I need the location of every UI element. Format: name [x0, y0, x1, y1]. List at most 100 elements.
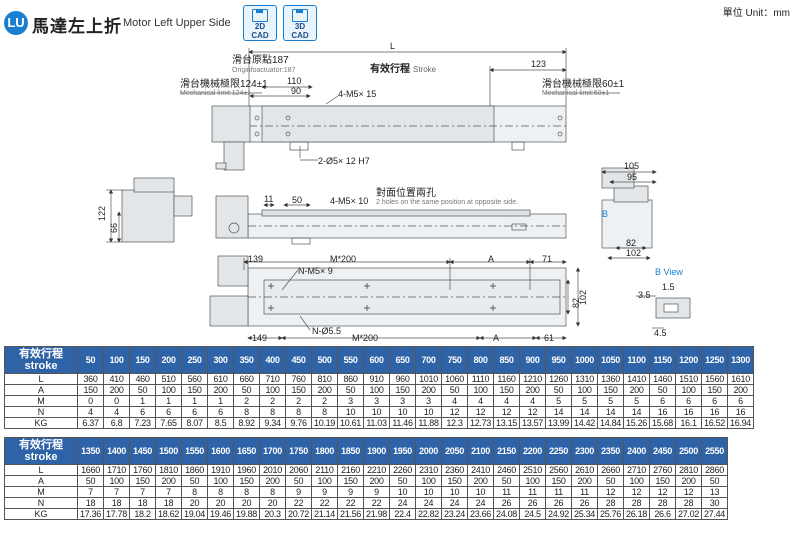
stroke-value: 300	[207, 346, 234, 374]
table-cell: 50	[181, 475, 208, 487]
cad-3d-button[interactable]: 3D CAD	[283, 5, 317, 41]
table-cell: 360	[77, 373, 104, 385]
row-label: KG	[4, 508, 78, 520]
table-cell: 2760	[649, 464, 676, 476]
table-cell: 910	[363, 373, 390, 385]
table-cell: 28	[649, 497, 676, 509]
b-view-title: B View	[655, 267, 683, 277]
table-cell: 16.94	[727, 417, 754, 429]
table-cell: 24.5	[519, 508, 546, 520]
table-cell: 150	[129, 475, 156, 487]
stroke-value: 1400	[103, 437, 130, 465]
table-cell: 50	[233, 384, 260, 396]
dim-102-bottom: 102	[578, 290, 588, 305]
table-cell: 23.24	[441, 508, 468, 520]
table-cell: 810	[311, 373, 338, 385]
table-cell: 100	[623, 475, 650, 487]
table-cell: 1360	[597, 373, 624, 385]
table-cell: 21.98	[363, 508, 390, 520]
stroke-header-zh: 有效行程	[19, 439, 63, 451]
table-cell: 12.73	[467, 417, 494, 429]
dim-1-5: 1.5	[662, 282, 675, 292]
table-cell: 2	[285, 395, 312, 407]
table-cell: 14.84	[597, 417, 624, 429]
stroke-header-en: stroke	[24, 360, 58, 372]
stroke-value: 1250	[701, 346, 728, 374]
table-cell: 10.19	[311, 417, 338, 429]
cad-2d-label: 2D CAD	[251, 22, 269, 40]
stroke-value: 1850	[337, 437, 364, 465]
table-cell: 2810	[675, 464, 702, 476]
table-cell: 7	[155, 486, 182, 498]
stroke-value: 1700	[259, 437, 286, 465]
table-cell: 100	[415, 475, 442, 487]
stroke-value: 1600	[207, 437, 234, 465]
cad-2d-button[interactable]: 2D CAD	[243, 5, 277, 41]
dim-139: 139	[248, 254, 263, 264]
table-cell: 2360	[441, 464, 468, 476]
stroke-value: 100	[103, 346, 130, 374]
table-cell: 2010	[259, 464, 286, 476]
dim-66: 66	[109, 223, 119, 233]
dim-a-bottom: A	[493, 333, 499, 343]
table-cell: 16.1	[675, 417, 702, 429]
table-cell: 16	[701, 406, 728, 418]
table-cell: 200	[311, 384, 338, 396]
table-cell: 9.34	[259, 417, 286, 429]
row-label: L	[4, 464, 78, 476]
table-cell: 21.56	[337, 508, 364, 520]
table-cell: 17.78	[103, 508, 130, 520]
table-cell: 8	[311, 406, 338, 418]
table-cell: 960	[389, 373, 416, 385]
dim-m200-top: M*200	[330, 254, 356, 264]
stroke-value: 1650	[233, 437, 260, 465]
table-cell: 1010	[415, 373, 442, 385]
table-cell: 50	[545, 384, 572, 396]
stroke-value: 2200	[519, 437, 546, 465]
table-cell: 11	[571, 486, 598, 498]
table-cell: 11	[493, 486, 520, 498]
row-label: KG	[4, 417, 78, 429]
stroke-value: 1550	[181, 437, 208, 465]
dim-110: 110	[287, 76, 301, 86]
table-cell: 14	[545, 406, 572, 418]
stroke-value: 1100	[623, 346, 650, 374]
table-cell: 610	[207, 373, 234, 385]
row-label: M	[4, 486, 78, 498]
table-cell: 50	[389, 475, 416, 487]
table-cell: 23.66	[467, 508, 494, 520]
callout-m5-10: 4-M5× 10	[330, 196, 368, 206]
table-cell: 7	[77, 486, 104, 498]
table-cell: 2060	[285, 464, 312, 476]
table-cell: 50	[337, 384, 364, 396]
origin-en: Originfoactuator:187	[232, 67, 296, 74]
table-cell: 560	[181, 373, 208, 385]
table-cell: 1910	[207, 464, 234, 476]
table-cell: 100	[363, 384, 390, 396]
table-cell: 200	[415, 384, 442, 396]
stroke-value: 2050	[441, 437, 468, 465]
table-cell: 1	[181, 395, 208, 407]
table-cell: 8	[259, 486, 286, 498]
stroke-value: 250	[181, 346, 208, 374]
table-cell: 4	[519, 395, 546, 407]
table-cell: 6	[675, 395, 702, 407]
table-cell: 22	[285, 497, 312, 509]
table-cell: 22	[363, 497, 390, 509]
stroke-value: 2400	[623, 437, 650, 465]
table-cell: 9	[363, 486, 390, 498]
stroke-value: 800	[467, 346, 494, 374]
table-cell: 150	[597, 384, 624, 396]
stroke-value: 500	[311, 346, 338, 374]
table-cell: 24	[415, 497, 442, 509]
table-cell: 20	[207, 497, 234, 509]
table-cell: 11	[519, 486, 546, 498]
table-cell: 10	[337, 406, 364, 418]
table-cell: 8	[285, 406, 312, 418]
table-cell: 5	[545, 395, 572, 407]
table-cell: 2	[259, 395, 286, 407]
table-cell: 200	[519, 384, 546, 396]
table-cell: 4	[77, 406, 104, 418]
